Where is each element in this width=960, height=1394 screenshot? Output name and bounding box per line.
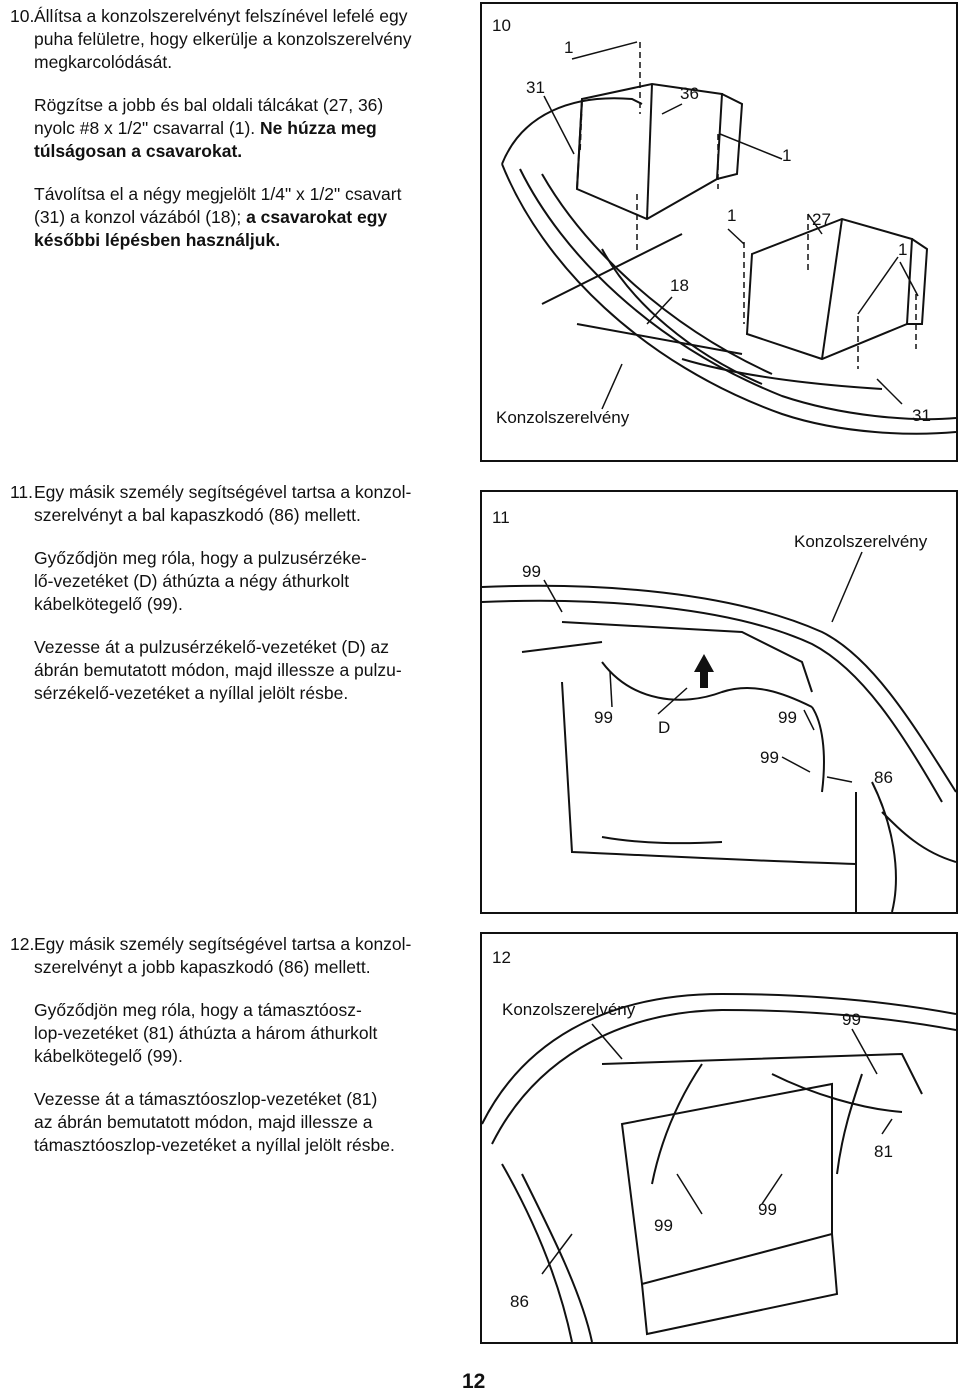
step-number: 10.	[10, 6, 35, 26]
step-11-text: 11. Egy másik személy segítségével tarts…	[10, 481, 460, 705]
step-10-text: 10. Állítsa a konzolszerelvényt felszíné…	[10, 5, 460, 252]
step-text-line: Egy másik személy segítségével tartsa a …	[34, 934, 412, 954]
step-text-line: támasztóoszlop-vezetéket a nyíllal jelöl…	[34, 1135, 395, 1155]
warning-text: túlságosan a csavarokat.	[34, 141, 243, 161]
callout-handlebar: 86	[874, 768, 893, 787]
step-text-line: ábrán bemutatott módon, majd illessze a …	[34, 660, 402, 680]
step-text-line: Rögzítse a jobb és bal oldali tálcákat (…	[34, 95, 384, 115]
callout-frame: 18	[670, 276, 689, 295]
callout-assembly: Konzolszerelvény	[502, 1000, 636, 1019]
page-number: 12	[462, 1370, 486, 1393]
callout-cable-tie: 99	[778, 708, 797, 727]
step-text-line: puha felületre, hogy elkerülje a konzols…	[34, 29, 412, 49]
figure-10: 10 1 31 36 1 1 27 1 18 Konzolszerelvény …	[480, 2, 958, 462]
callout-assembly: Konzolszerelvény	[496, 408, 630, 427]
callout-screw: 1	[782, 146, 792, 165]
step-text-line: megkarcolódását.	[34, 52, 173, 72]
callout-screw: 1	[564, 38, 574, 57]
step-text-line: (31) a konzol vázából (18);	[34, 207, 242, 227]
callout-post-wire: 81	[874, 1142, 893, 1161]
callout-cable-tie: 99	[760, 748, 779, 767]
callout-cable-tie: 99	[758, 1200, 777, 1219]
step-text-line: Vezesse át a támasztóoszlop-vezetéket (8…	[34, 1089, 378, 1109]
figure-12-drawing	[482, 992, 956, 1342]
figure-10-drawing	[501, 41, 956, 435]
warning-text: Ne húzza meg	[260, 118, 377, 138]
callout-screw: 31	[912, 406, 931, 425]
figure-11: 11 Konzolszerelvény 99 99 D 99 99 86	[480, 490, 958, 914]
step-text-line: Egy másik személy segítségével tartsa a …	[34, 482, 412, 502]
callout-tray: 36	[680, 84, 699, 103]
callout-cable-tie: 99	[842, 1010, 861, 1029]
step-text-line: kábelkötegelő (99).	[34, 1046, 183, 1066]
step-text-line: sérzékelő-vezetéket a nyíllal jelölt rés…	[34, 683, 349, 703]
step-text-line: kábelkötegelő (99).	[34, 594, 183, 614]
figure-11-drawing	[482, 551, 956, 912]
step-text-line: szerelvényt a jobb kapaszkodó (86) melle…	[34, 957, 371, 977]
callout-tray: 27	[812, 210, 831, 229]
step-text-line: Győződjön meg róla, hogy a támasztóosz-	[34, 1000, 362, 1020]
step-text-line: lop-vezetéket (81) áthúzta a három áthur…	[34, 1023, 378, 1043]
step-text-line: lő-vezetéket (D) áthúzta a négy áthurkol…	[34, 571, 350, 591]
callout-cable-tie: 99	[654, 1216, 673, 1235]
figure-12: 12 Konzolszerelvény 99 81 99 99 86	[480, 932, 958, 1344]
step-text-line: Állítsa a konzolszerelvényt felszínével …	[34, 6, 408, 26]
step-text-line: Győződjön meg róla, hogy a pulzusérzéke-	[34, 548, 367, 568]
callout-handlebar: 86	[510, 1292, 529, 1311]
callout-screw: 31	[526, 78, 545, 97]
figure-number: 11	[492, 508, 510, 527]
step-12-text: 12. Egy másik személy segítségével tarts…	[10, 933, 460, 1157]
callout-wire: D	[658, 718, 671, 737]
callout-cable-tie: 99	[522, 562, 541, 581]
callout-assembly: Konzolszerelvény	[794, 532, 928, 551]
warning-text: későbbi lépésben használjuk.	[34, 230, 281, 250]
step-text-line: szerelvényt a bal kapaszkodó (86) mellet…	[34, 505, 361, 525]
step-number: 11.	[10, 482, 34, 502]
callout-screw: 1	[727, 206, 737, 225]
warning-text: a csavarokat egy	[246, 207, 388, 227]
step-text-line: nyolc #8 x 1/2" csavarral (1).	[34, 118, 256, 138]
callout-cable-tie: 99	[594, 708, 613, 727]
step-text-line: Vezesse át a pulzusérzékelő-vezetéket (D…	[34, 637, 390, 657]
callout-screw: 1	[898, 240, 908, 259]
step-text-line: az ábrán bemutatott módon, majd illessze…	[34, 1112, 373, 1132]
figure-number: 12	[492, 948, 511, 967]
step-number: 12.	[10, 934, 35, 954]
figure-number: 10	[492, 16, 511, 35]
step-text-line: Távolítsa el a négy megjelölt 1/4" x 1/2…	[34, 184, 402, 204]
